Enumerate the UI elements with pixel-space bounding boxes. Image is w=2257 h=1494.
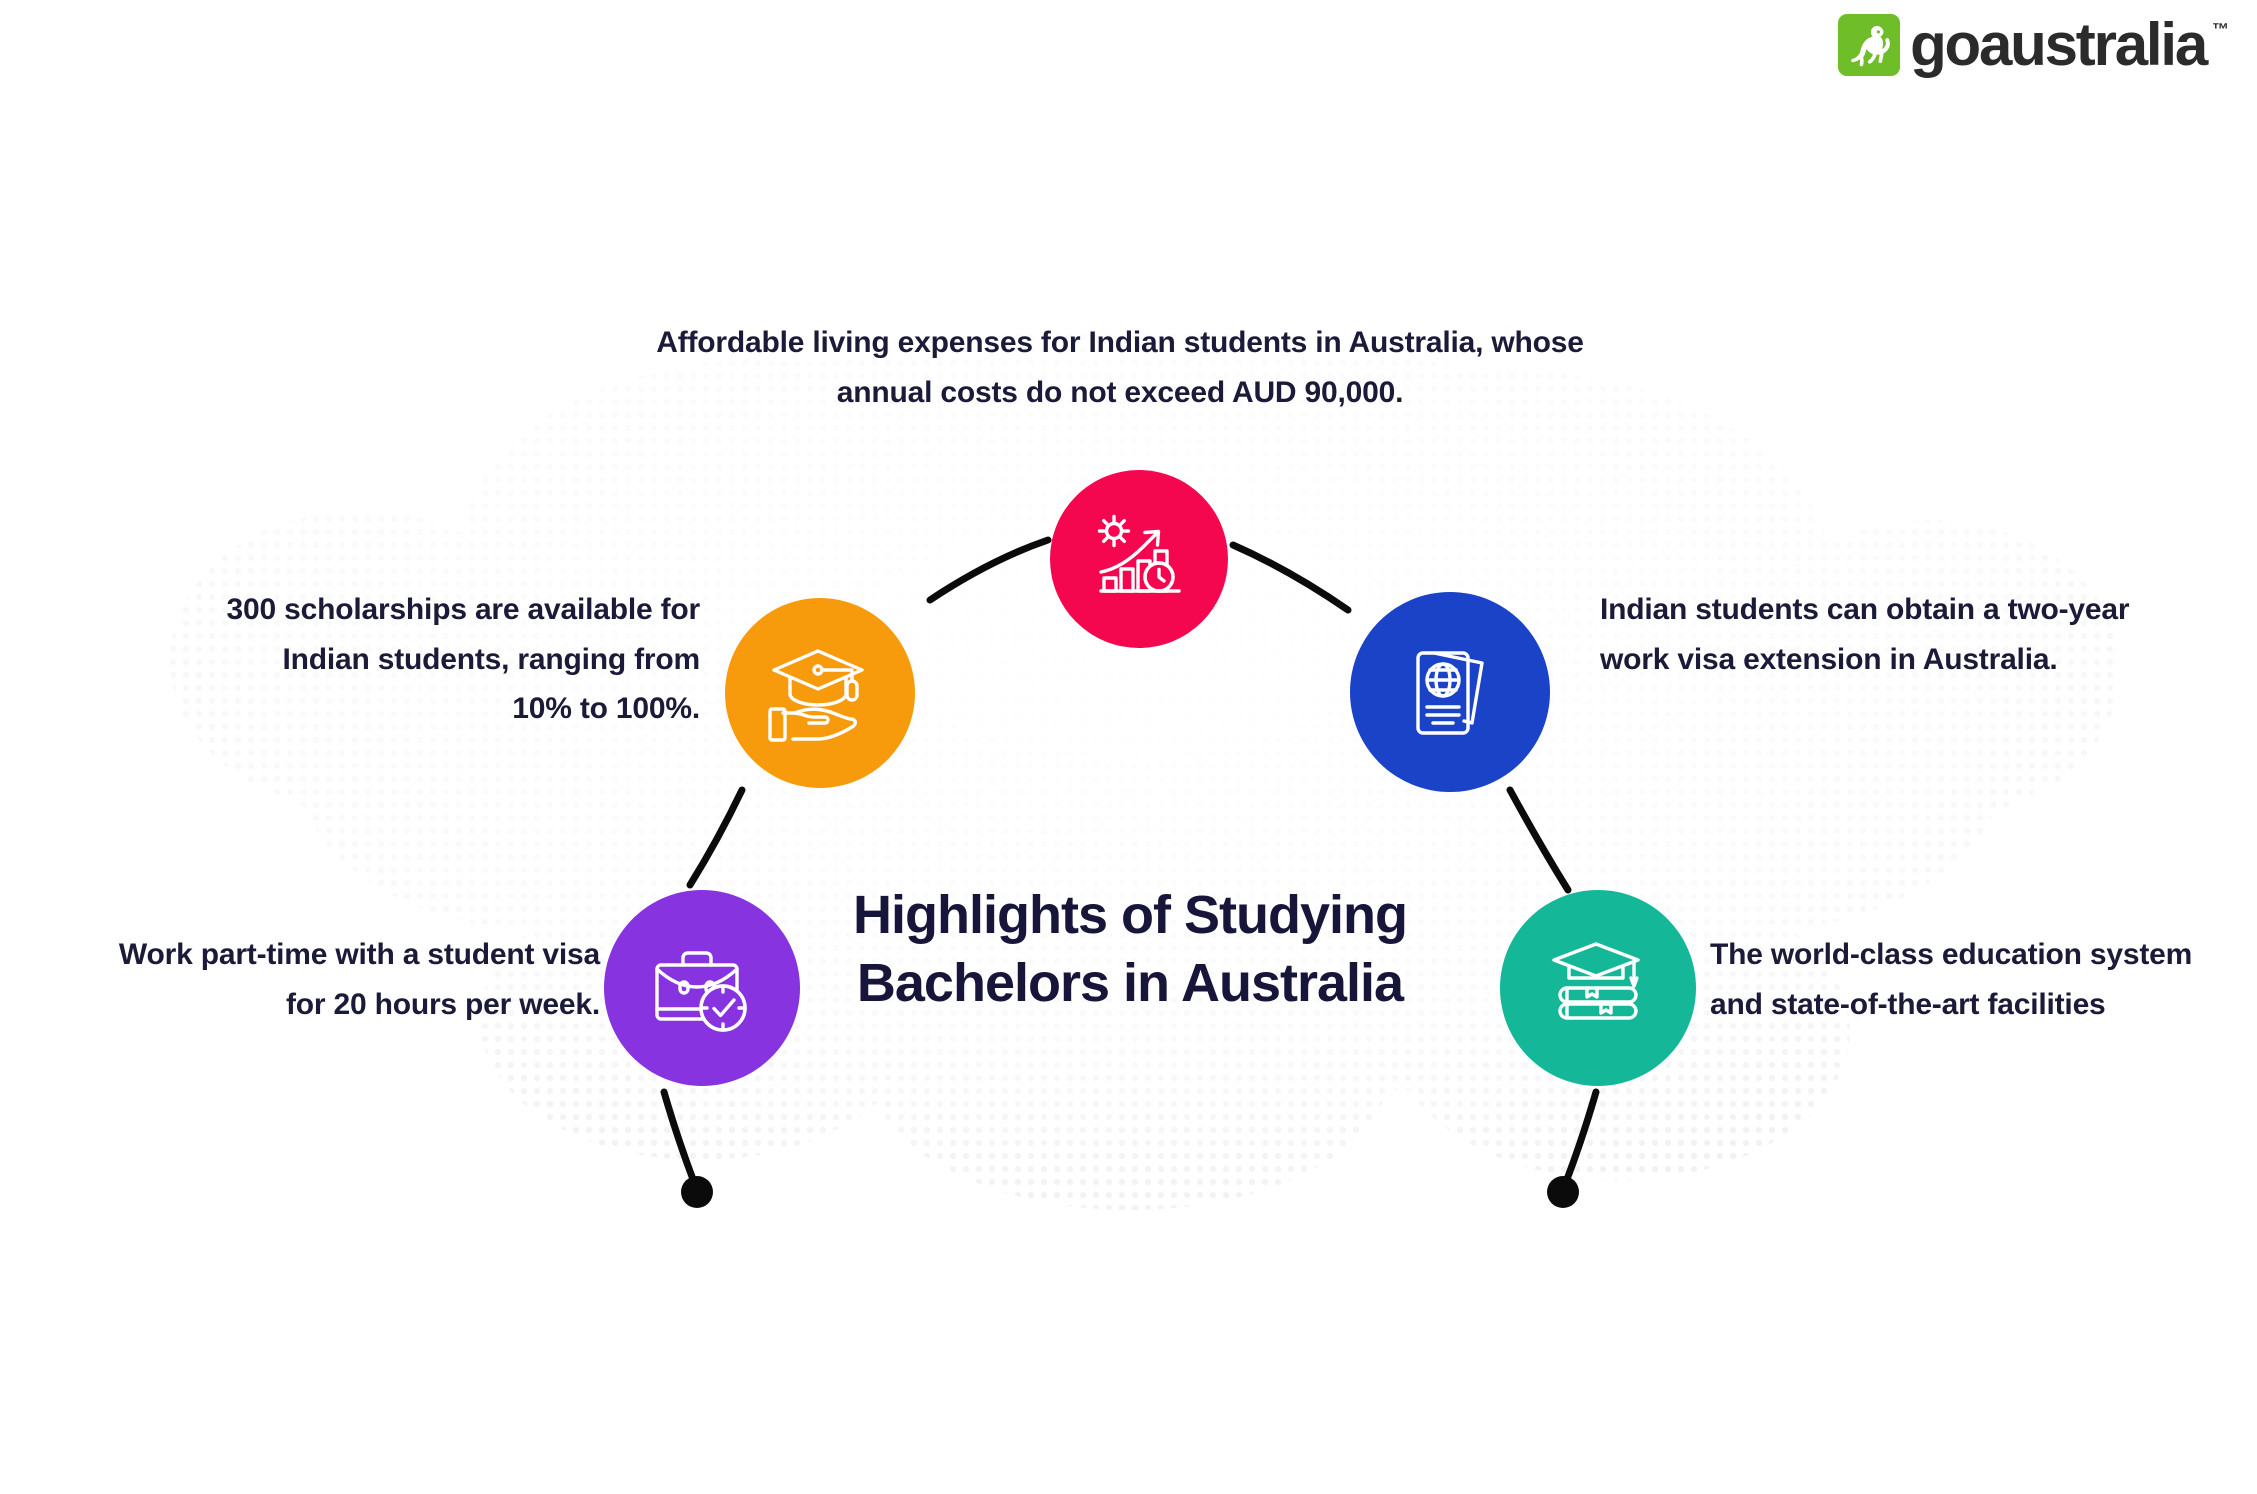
page-title: Highlights of Studying Bachelors in Aust… <box>820 882 1440 1017</box>
books-graduation-cap-icon <box>1545 936 1651 1040</box>
logo-wordmark: goaustralia <box>1910 11 2208 78</box>
terminal-dot-left <box>681 1176 713 1208</box>
trademark-symbol: ™ <box>2212 20 2229 39</box>
node-education-system[interactable] <box>1500 890 1696 1086</box>
caption-line: 300 scholarships are available for <box>226 593 701 626</box>
connector-scholarship-to-work <box>686 786 746 889</box>
caption-line: Affordable living expenses for Indian st… <box>656 326 1584 359</box>
node-work-visa[interactable] <box>1350 592 1550 792</box>
page-title-line2: Bachelors in Australia <box>856 952 1404 1013</box>
caption-scholarship: 300 scholarships are available for India… <box>150 585 701 734</box>
kangaroo-icon <box>1838 14 1901 76</box>
caption-part-time-work: Work part-time with a student visa for 2… <box>20 930 600 1029</box>
connector-visa-to-education <box>1506 786 1572 894</box>
connector-growth-to-visa <box>1229 541 1352 614</box>
connector-education-to-dot <box>1562 1088 1600 1186</box>
caption-line: for 20 hours per week. <box>285 987 600 1021</box>
growth-chart-icon <box>1087 507 1191 611</box>
node-living-expenses[interactable] <box>1050 470 1228 648</box>
node-part-time-work[interactable] <box>604 890 800 1086</box>
caption-education-system: The world-class education system and sta… <box>1710 930 2240 1029</box>
brand-logo[interactable]: goaustralia ™ <box>1838 14 2229 76</box>
caption-line: Indian students can obtain a two-year <box>1600 593 2130 626</box>
caption-line: 10% to 100%. <box>512 692 700 725</box>
caption-work-visa: Indian students can obtain a two-year wo… <box>1600 585 2160 684</box>
connector-work-to-dot <box>660 1088 698 1186</box>
node-scholarship[interactable] <box>725 598 915 788</box>
caption-line: annual costs do not exceed AUD 90,000. <box>836 375 1404 409</box>
caption-living-expenses: Affordable living expenses for Indian st… <box>560 318 1680 417</box>
connector-scholarship-to-growth <box>926 536 1052 604</box>
caption-line: Indian students, ranging from <box>282 642 700 676</box>
caption-line: Work part-time with a student visa <box>118 938 600 971</box>
briefcase-clock-icon <box>647 936 757 1040</box>
hand-graduation-cap-icon <box>765 641 875 745</box>
caption-line: The world-class education system <box>1710 938 2193 971</box>
terminal-dot-right <box>1547 1176 1579 1208</box>
caption-line: and state-of-the-art facilities <box>1710 987 2106 1021</box>
page-title-line1: Highlights of Studying <box>853 885 1408 945</box>
caption-line: work visa extension in Australia. <box>1600 642 2058 676</box>
passport-icon <box>1398 637 1502 747</box>
